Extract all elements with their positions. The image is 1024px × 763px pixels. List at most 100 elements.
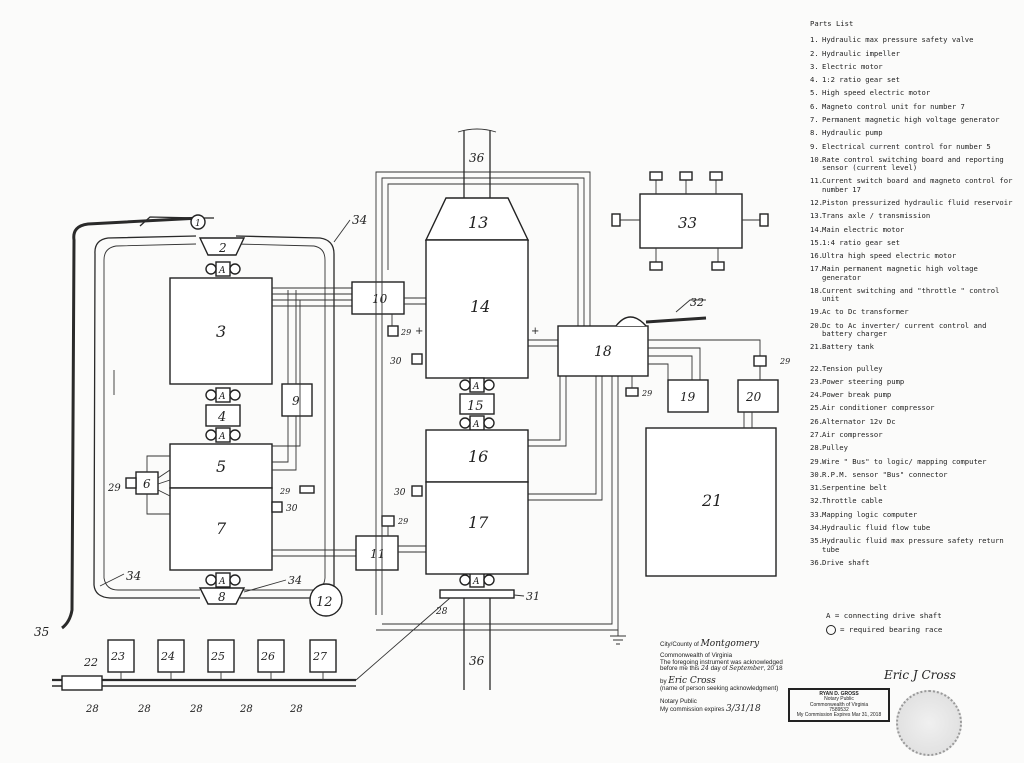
parts-list-item-text: Electrical current control for number 5 (822, 141, 991, 151)
parts-list-item-number: 2. (810, 48, 819, 58)
parts-list-item-text: Hydraulic pump (822, 128, 883, 138)
parts-list-item-text: Trans axle / transmission (822, 211, 931, 221)
parts-list-item: 25.Air conditioner compressor (810, 403, 1015, 413)
generator-7: 7 (169, 487, 273, 571)
transformer-19: 19 (667, 379, 709, 413)
svg-text:28: 28 (189, 704, 203, 715)
svg-text:23: 23 (110, 650, 125, 663)
parts-list-item-text: Pulley (822, 443, 848, 453)
parts-list-item-number: 9. (810, 141, 819, 151)
svg-text:13: 13 (468, 213, 488, 232)
parts-list-item-text: Magneto control unit for number 7 (822, 101, 965, 111)
svg-text:A: A (218, 577, 226, 587)
svg-text:21: 21 (701, 491, 722, 510)
parts-list-item-number: 17. (810, 264, 823, 274)
parts-list-item: 29.Wire " Bus" to logic/ mapping compute… (810, 457, 1015, 466)
drive-shaft-top: 36 (457, 128, 497, 198)
svg-text:26: 26 (260, 650, 275, 663)
parts-list: Parts List 1.Hydraulic max pressure safe… (810, 19, 1015, 572)
svg-text:32: 32 (690, 296, 704, 309)
legend-bearing: = required bearing race (826, 625, 942, 635)
legend-a: A = connecting drive shaft (826, 611, 942, 620)
parts-list-item: 14.Main electric motor (810, 225, 1015, 234)
hydraulic-impeller-2: 2 (198, 237, 246, 256)
parts-list-item: 27.Air compressor (810, 430, 1015, 439)
parts-list-item: 11.Current switch board and magneto cont… (810, 177, 1015, 194)
svg-text:36: 36 (469, 151, 485, 165)
main-motor-14: 14 30 + + (390, 239, 539, 379)
svg-text:16: 16 (468, 447, 488, 466)
coupling-column-centre: A A A (459, 377, 495, 588)
parts-list-item-text: Dc to Ac inverter/ current control and b… (822, 320, 987, 339)
svg-text:20: 20 (745, 390, 762, 404)
parts-list-item-text: Rate control switching board and reporti… (822, 154, 1004, 173)
brake-pump-24: 24 28 (137, 639, 185, 715)
parts-list-item: 31.Serpentine belt (810, 483, 1015, 493)
svg-text:28: 28 (435, 607, 448, 617)
svg-text:29: 29 (107, 483, 121, 494)
svg-text:31: 31 (526, 590, 540, 603)
parts-list-item-number: 36. (810, 557, 823, 567)
switch-board-11: 11 29 (355, 515, 426, 615)
parts-list-item-number: 6. (810, 101, 819, 111)
svg-text:29: 29 (279, 487, 290, 496)
parts-list-item-number: 19. (810, 307, 823, 317)
svg-text:29: 29 (779, 357, 790, 366)
svg-text:35: 35 (34, 625, 49, 639)
parts-list-item-text: Ultra high speed electric motor (822, 251, 957, 261)
parts-list-item: 5.High speed electric motor (810, 89, 1015, 98)
current-control-9: 9 29 30 (271, 290, 315, 514)
parts-list-item-text: Air conditioner compressor (822, 403, 935, 413)
parts-list-item-number: 31. (810, 483, 823, 493)
parts-list-item: 22.Tension pulley (810, 363, 1015, 373)
parts-list-item: 30.R.P.M. sensor "Bus" connector (810, 469, 1015, 479)
parts-list-item-number: 20. (810, 320, 823, 330)
parts-list-item-text: R.P.M. sensor "Bus" connector (822, 469, 948, 479)
air-compressor-27: 27 28 (289, 639, 337, 715)
parts-list-item-text: Power steering pump (822, 376, 905, 386)
parts-list-item-text: Hydraulic max pressure safety valve (822, 35, 974, 45)
inverter-20: 20 29 (737, 355, 790, 413)
callouts: 34 34 34 35 (34, 213, 367, 639)
svg-text:25: 25 (210, 650, 225, 663)
parts-list-item-number: 10. (810, 154, 823, 164)
svg-text:8: 8 (218, 590, 226, 604)
parts-list-item: 16.Ultra high speed electric motor (810, 251, 1015, 261)
parts-list-item-text: 1:2 ratio gear set (822, 75, 900, 85)
svg-text:15: 15 (467, 399, 484, 414)
notary-stamp: RYAN D. GROSS Notary Public Commonwealth… (788, 688, 890, 723)
parts-list-item: 10.Rate control switching board and repo… (810, 154, 1015, 173)
parts-list-item: 2.Hydraulic impeller (810, 48, 1015, 58)
svg-text:+: + (415, 326, 423, 337)
svg-text:7: 7 (216, 519, 227, 538)
notary-block: City/County of Montgomery Commonwealth o… (660, 639, 810, 715)
svg-text:3: 3 (216, 322, 226, 341)
parts-list-item: 35.Hydraulic fluid max pressure safety r… (810, 537, 1015, 554)
notary-line1: The foregoing instrument was acknowledge… (660, 658, 783, 666)
parts-list-item-number: 11. (810, 176, 823, 186)
svg-text:A: A (218, 392, 226, 402)
parts-list-item-number: 27. (810, 430, 823, 439)
parts-list-item: 32.Throttle cable (810, 497, 1015, 506)
svg-text:34: 34 (126, 569, 141, 583)
notary-caption: (name of person seeking acknowledgment) (660, 685, 779, 693)
parts-list-item-number: 8. (810, 128, 819, 138)
parts-list-item-number: 22. (810, 363, 823, 373)
parts-list-item-text: Air compressor (822, 430, 883, 439)
notary-public-label: Notary Public (660, 697, 697, 705)
parts-list-item-number: 21. (810, 342, 823, 352)
parts-list-title: Parts List (810, 19, 854, 28)
parts-list-item: 33.Mapping logic computer (810, 509, 1015, 519)
svg-text:28: 28 (239, 704, 253, 715)
svg-text:29: 29 (641, 389, 652, 398)
svg-text:29: 29 (400, 328, 411, 337)
parts-list-item-text: Drive shaft (822, 557, 870, 567)
notary-county-row: City/County of Montgomery (660, 639, 760, 649)
gear-set-15: 15 (459, 393, 495, 415)
parts-list-item-text: Mapping logic computer (822, 509, 918, 519)
ac-compressor-25: 25 28 (189, 639, 235, 715)
accessory-drive: 22 (52, 597, 451, 691)
svg-text:A: A (472, 382, 480, 392)
svg-text:18: 18 (594, 344, 612, 360)
parts-list-item: 24.Power break pump (810, 390, 1015, 399)
